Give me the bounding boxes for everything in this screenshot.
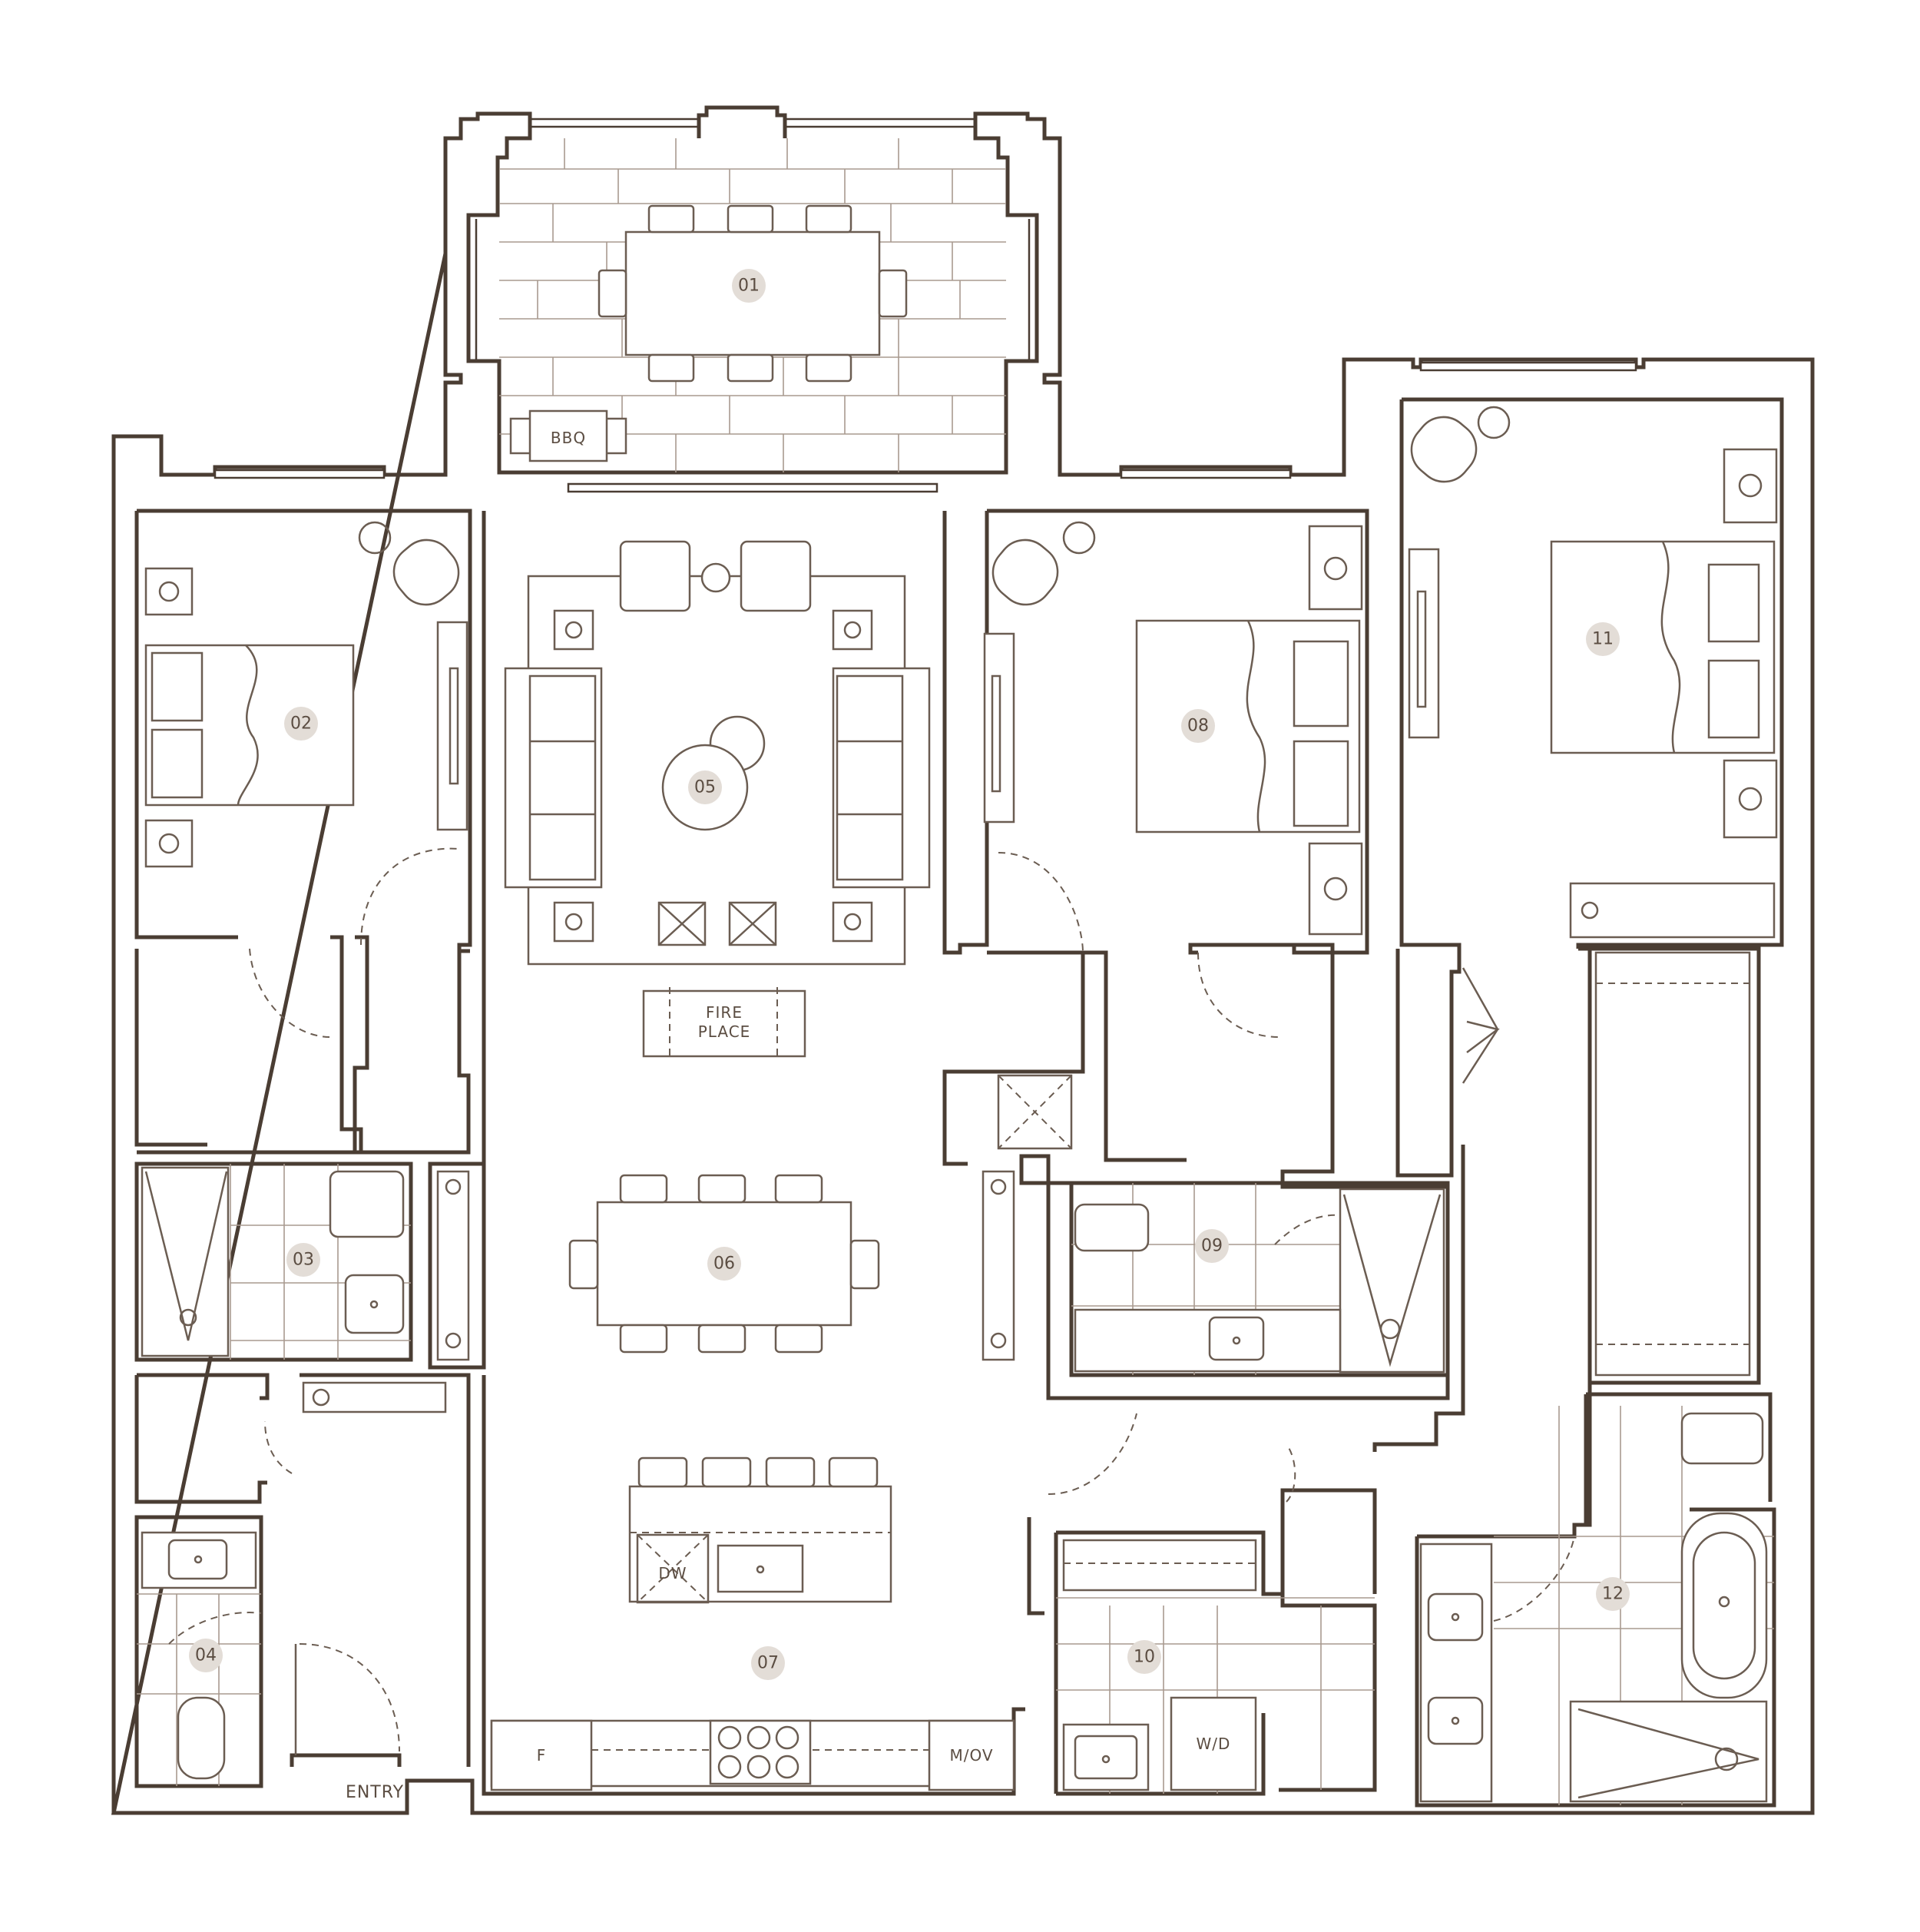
- room-number-02: 02: [290, 714, 312, 734]
- room-number-07: 07: [757, 1654, 779, 1673]
- fridge-label: F: [537, 1746, 547, 1765]
- room-number-06: 06: [713, 1254, 735, 1274]
- room-number-04: 04: [195, 1646, 217, 1665]
- room-badge-11: 11: [1586, 622, 1620, 656]
- entry-label: ENTRY: [346, 1783, 404, 1802]
- fireplace-label-line1: FIRE: [706, 1003, 743, 1022]
- room-badge-06: 06: [707, 1247, 741, 1281]
- room-number-01: 01: [738, 277, 760, 296]
- fireplace-label-line2: PLACE: [698, 1022, 751, 1041]
- room-number-10: 10: [1134, 1648, 1155, 1667]
- room-badge-05: 05: [688, 770, 722, 804]
- room-number-05: 05: [694, 778, 716, 797]
- bath-12: [1419, 1406, 1774, 1805]
- room-number-08: 08: [1187, 717, 1209, 736]
- bbq: BBQ: [509, 409, 627, 462]
- room-number-11: 11: [1592, 630, 1614, 649]
- bath-04: [137, 1531, 262, 1786]
- laundry-10: W/D: [1048, 1413, 1375, 1794]
- room-badge-02: 02: [284, 707, 318, 741]
- room-badge-04: 04: [189, 1639, 223, 1672]
- bath-09: [1071, 1183, 1445, 1375]
- room-badge-12: 12: [1596, 1577, 1630, 1611]
- dishwasher-label: DW: [658, 1564, 687, 1582]
- room-number-03: 03: [293, 1251, 314, 1270]
- room-badge-01: 01: [732, 269, 766, 303]
- kitchen-island: [628, 1485, 892, 1603]
- kitchen: DW F M/OV: [490, 1456, 1015, 1791]
- room-badge-03: 03: [286, 1243, 320, 1277]
- range: [709, 1719, 812, 1785]
- room-badge-09: 09: [1195, 1229, 1229, 1263]
- living-room: FIRE PLACE: [504, 540, 931, 1058]
- bath-03: [141, 1164, 411, 1360]
- bedroom-08: [983, 521, 1363, 1150]
- bbq-label: BBQ: [551, 429, 586, 447]
- washer-dryer: [1170, 1696, 1257, 1791]
- microwave-oven: [928, 1719, 1015, 1791]
- room-number-09: 09: [1201, 1237, 1223, 1256]
- room-number-12: 12: [1602, 1585, 1624, 1604]
- terrace: BBQ: [499, 138, 1006, 472]
- dining-room: [436, 1170, 1015, 1361]
- room-badge-07: 07: [751, 1646, 785, 1680]
- fridge: [490, 1719, 593, 1791]
- room-badges: 01 02 03 04 05 06 07 08 09 10 11 12: [189, 269, 1630, 1680]
- washer-dryer-label: W/D: [1197, 1735, 1231, 1753]
- interior-walls: [134, 397, 1784, 1808]
- room-badge-08: 08: [1181, 709, 1215, 743]
- microwave-oven-label: M/OV: [949, 1746, 993, 1765]
- entry: ENTRY: [264, 1381, 447, 1802]
- room-badge-10: 10: [1127, 1640, 1161, 1674]
- bed-11: [1550, 540, 1776, 754]
- bedroom-02: [144, 521, 468, 1038]
- bed-02: [144, 644, 355, 807]
- exterior-walls: [111, 105, 1815, 1815]
